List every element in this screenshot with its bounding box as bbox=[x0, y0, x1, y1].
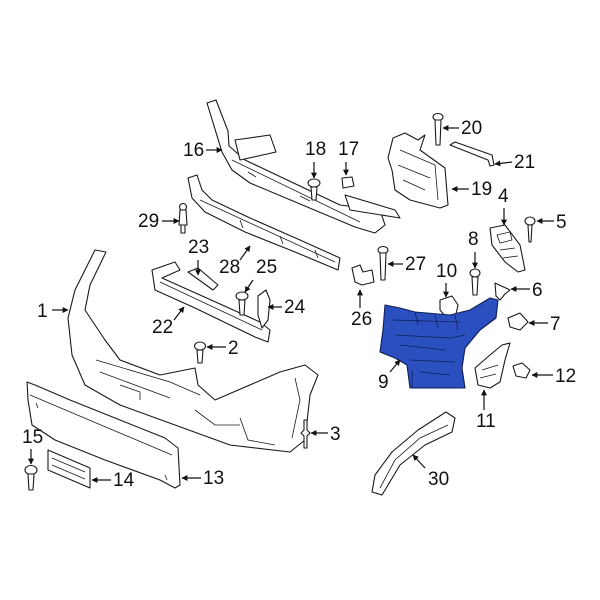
part-21-strip[interactable] bbox=[449, 141, 495, 167]
part-20-bolt[interactable] bbox=[432, 112, 444, 146]
callout-2[interactable]: 2 bbox=[228, 338, 239, 359]
part-6-clip[interactable] bbox=[494, 282, 511, 301]
callout-14[interactable]: 14 bbox=[113, 470, 135, 491]
callout-3[interactable]: 3 bbox=[330, 424, 341, 445]
part-30-wheel-arch-trim[interactable] bbox=[371, 411, 456, 496]
part-15-screw[interactable] bbox=[24, 464, 38, 491]
callout-10[interactable]: 10 bbox=[436, 261, 458, 282]
callout-6[interactable]: 6 bbox=[532, 280, 543, 301]
callout-4[interactable]: 4 bbox=[498, 186, 509, 207]
callout-24[interactable]: 24 bbox=[284, 297, 306, 318]
part-23-bracket[interactable] bbox=[187, 267, 219, 291]
callout-17[interactable]: 17 bbox=[338, 139, 360, 160]
callout-20[interactable]: 20 bbox=[461, 118, 483, 139]
part-27-bolt[interactable] bbox=[377, 245, 389, 281]
part-17-nut[interactable] bbox=[341, 176, 355, 189]
part-26-bracket[interactable] bbox=[351, 264, 375, 286]
part-8-bolt[interactable] bbox=[469, 268, 481, 296]
callout-1[interactable]: 1 bbox=[37, 301, 48, 322]
part-16-upper-reinforcement[interactable] bbox=[206, 99, 401, 234]
part-7-clip[interactable] bbox=[507, 312, 529, 331]
part-29-clip[interactable] bbox=[178, 202, 188, 234]
part-25-bolt[interactable] bbox=[235, 291, 249, 316]
part-18-bolt[interactable] bbox=[307, 178, 321, 201]
callout-18[interactable]: 18 bbox=[305, 139, 327, 160]
part-9-bracket-highlighted[interactable] bbox=[379, 297, 499, 389]
callout-30[interactable]: 30 bbox=[428, 469, 450, 490]
part-3-stud[interactable] bbox=[300, 419, 311, 449]
callout-5[interactable]: 5 bbox=[556, 212, 567, 233]
part-14-plate-bracket[interactable] bbox=[47, 449, 91, 489]
callout-12[interactable]: 12 bbox=[555, 366, 577, 387]
part-28-absorber-strip[interactable] bbox=[187, 174, 341, 271]
callout-15[interactable]: 15 bbox=[22, 427, 44, 448]
part-12-nut[interactable] bbox=[512, 362, 531, 379]
part-10-nut[interactable] bbox=[439, 295, 459, 317]
callout-28[interactable]: 28 bbox=[219, 257, 241, 278]
callout-7[interactable]: 7 bbox=[550, 314, 561, 335]
callout-9[interactable]: 9 bbox=[378, 372, 389, 393]
callout-8[interactable]: 8 bbox=[468, 229, 479, 250]
part-13-lower-strip[interactable] bbox=[26, 381, 181, 489]
callout-26[interactable]: 26 bbox=[351, 309, 373, 330]
callout-27[interactable]: 27 bbox=[405, 254, 427, 275]
callout-11[interactable]: 11 bbox=[476, 411, 496, 432]
part-11-bracket[interactable] bbox=[474, 342, 511, 389]
callout-16[interactable]: 16 bbox=[183, 140, 205, 161]
callout-25[interactable]: 25 bbox=[256, 257, 278, 278]
callout-23[interactable]: 23 bbox=[188, 237, 210, 258]
part-4-module[interactable] bbox=[489, 224, 526, 273]
callout-19[interactable]: 19 bbox=[471, 179, 493, 200]
part-2-screw[interactable] bbox=[193, 341, 207, 364]
leader-lines bbox=[28, 125, 554, 483]
part-24-bracket[interactable] bbox=[257, 289, 271, 329]
callout-13[interactable]: 13 bbox=[203, 468, 225, 489]
part-1-bumper-cover[interactable] bbox=[67, 249, 319, 453]
callout-29[interactable]: 29 bbox=[138, 211, 160, 232]
part-19-bracket-housing[interactable] bbox=[387, 132, 449, 209]
part-22-support-bar[interactable] bbox=[151, 261, 271, 343]
callout-22[interactable]: 22 bbox=[152, 317, 174, 338]
part-5-bolt[interactable] bbox=[524, 216, 536, 243]
callout-21[interactable]: 21 bbox=[514, 152, 536, 173]
